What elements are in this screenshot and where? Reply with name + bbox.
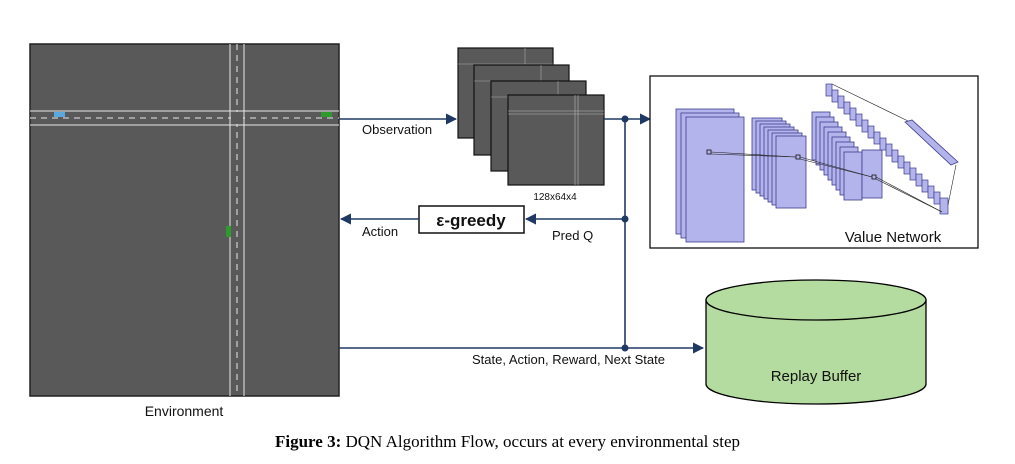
- conv-layer-4: [825, 83, 949, 215]
- frame-stack-size-label: 128x64x4: [533, 192, 577, 203]
- network-connections: [710, 83, 957, 213]
- car-blue: [54, 112, 65, 117]
- dense-layer: [904, 119, 959, 166]
- value-network-box: [649, 75, 979, 249]
- caption-prefix: Figure 3:: [274, 432, 342, 451]
- environment-panel: [29, 43, 340, 397]
- caption-text: DQN Algorithm Flow, occurs at every envi…: [341, 432, 741, 451]
- value-network-label: Value Network: [845, 229, 942, 246]
- action-label: Action: [362, 224, 398, 239]
- junction-dot-top: [621, 115, 629, 123]
- conv-layer-2: [751, 117, 807, 209]
- conv-layer-1: [675, 108, 745, 243]
- frame-4: [507, 94, 605, 186]
- replay-buffer-label: Replay Buffer: [771, 368, 862, 385]
- egreedy-label: ε-greedy: [436, 211, 506, 230]
- replay-buffer-cylinder: [705, 279, 927, 405]
- environment-label: Environment: [145, 403, 224, 419]
- conv-layer-3: [811, 111, 883, 201]
- figure-caption: Figure 3: DQN Algorithm Flow, occurs at …: [0, 432, 1015, 452]
- frame-stack: [457, 47, 605, 186]
- egreedy-box: [418, 205, 525, 234]
- transition-label: State, Action, Reward, Next State: [472, 352, 665, 367]
- car-green-right: [321, 112, 332, 117]
- observation-label: Observation: [362, 122, 432, 137]
- pred-q-label: Pred Q: [552, 228, 593, 243]
- car-green-bottom: [226, 226, 231, 237]
